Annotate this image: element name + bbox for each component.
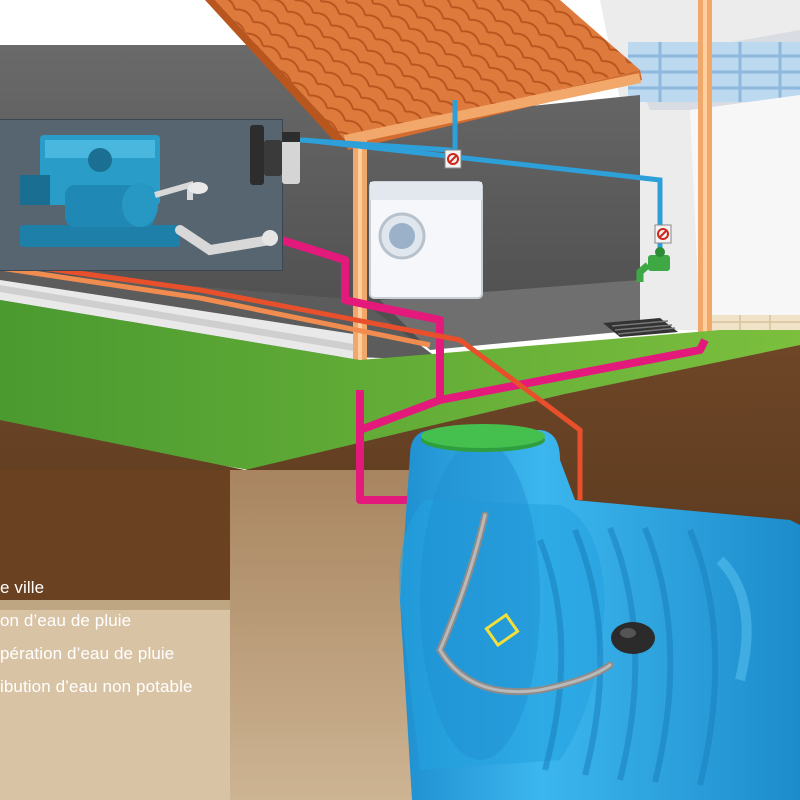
non-potable-sign-icon [444, 149, 672, 244]
pump-unit-panel [0, 119, 300, 271]
tank-lid [421, 424, 545, 452]
garden-tap-icon [636, 247, 670, 282]
lawn [0, 300, 800, 470]
drain-grate-icon [603, 318, 678, 337]
pump-unit-icon [20, 135, 278, 256]
float-icon [611, 622, 655, 654]
rainwater-pipes [0, 259, 583, 500]
non-potable-pipes [273, 234, 709, 504]
glass-window [628, 42, 800, 102]
filter-icon [250, 125, 300, 185]
rainwater-tank [399, 424, 800, 800]
legend-item-rainwater-recovery: pération d’eau de pluie [0, 644, 175, 663]
legend-item-non-potable-distribution: ibution d’eau non potable [0, 677, 193, 696]
legend-item-rainwater-supply: on d’eau de pluie [0, 611, 132, 630]
gutters [343, 0, 712, 375]
washing-machine-icon [369, 181, 483, 299]
legend-item-city-water: e ville [0, 578, 45, 597]
